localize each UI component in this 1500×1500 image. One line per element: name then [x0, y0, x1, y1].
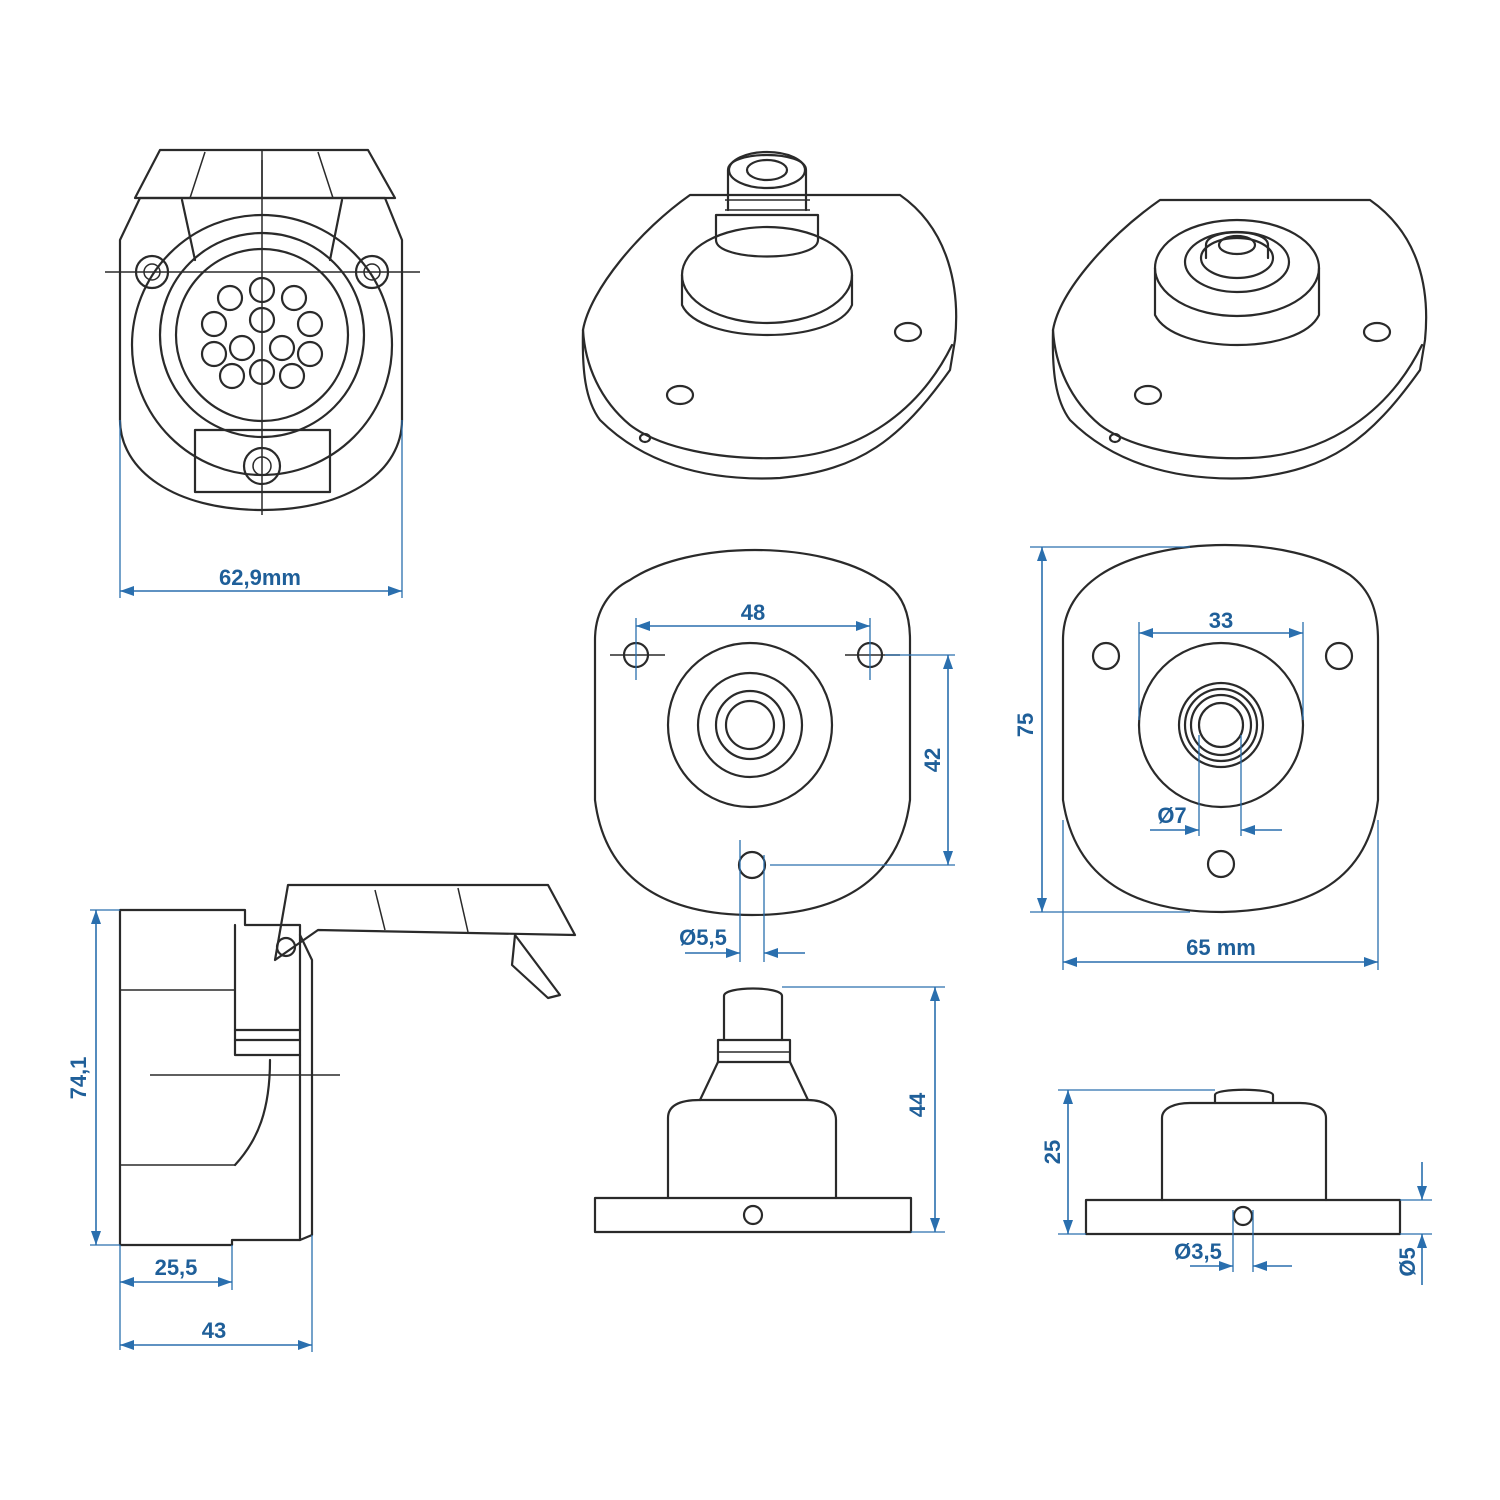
- plate-socket-front-view-large: 48 42 Ø5,5: [593, 549, 955, 962]
- side-height-small-label: 25: [1040, 1140, 1065, 1164]
- socket-front-view: 62,9mm: [105, 148, 420, 598]
- boss-diameter-label: 33: [1209, 608, 1233, 633]
- plate-socket-side-view-large: 44: [593, 986, 945, 1234]
- socket-depth-total-label: 43: [202, 1318, 226, 1343]
- plate-thickness-label: Ø5: [1395, 1247, 1420, 1276]
- bore-diameter-label: Ø7: [1157, 803, 1186, 828]
- hole-vertical-spacing-label: 42: [920, 748, 945, 772]
- plate-socket-perspective-view: [581, 150, 958, 480]
- side-hole-diameter-label: Ø3,5: [1174, 1239, 1222, 1264]
- socket-height-label: 74,1: [66, 1057, 91, 1100]
- socket-side-view: 74,1 25,5 43: [66, 883, 577, 1352]
- plate-height-label: 75: [1013, 713, 1038, 737]
- hole-diameter-label: Ø5,5: [679, 925, 727, 950]
- plate-socket-perspective-view-top: [1051, 198, 1428, 480]
- hole-spacing-label: 48: [741, 600, 765, 625]
- plate-socket-side-view-small: 25 Ø3,5 Ø5: [1040, 1088, 1432, 1285]
- socket-width-label: 62,9mm: [219, 565, 301, 590]
- plate-width-label: 65 mm: [1186, 935, 1256, 960]
- side-height-large-label: 44: [905, 1092, 930, 1117]
- socket-depth-inner-label: 25,5: [155, 1255, 198, 1280]
- plate-socket-front-view-small: 33 Ø7 75 65 mm: [1013, 544, 1380, 970]
